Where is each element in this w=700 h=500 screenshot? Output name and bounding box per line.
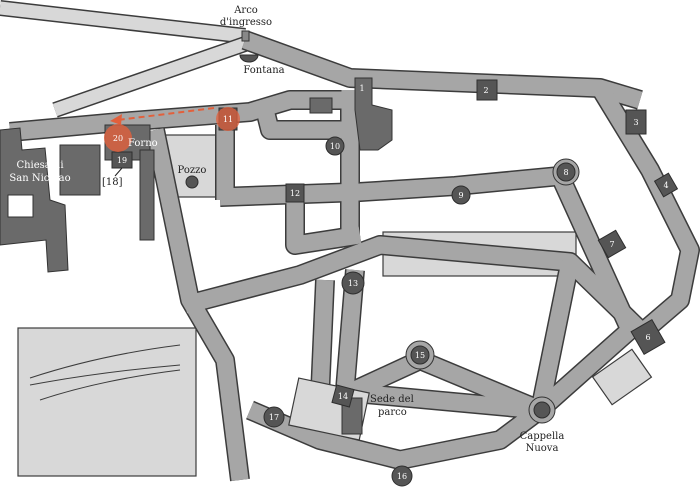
- svg-text:10: 10: [330, 142, 340, 151]
- marker-6[interactable]: 6: [630, 319, 666, 355]
- svg-text:3: 3: [633, 118, 638, 127]
- svg-text:13: 13: [348, 279, 358, 288]
- road-path: [344, 383, 541, 419]
- label-sede: Sede del: [370, 394, 414, 405]
- label-18: [18]: [102, 177, 123, 188]
- label-chiesa: Chiesa di: [16, 160, 63, 171]
- road-path: [311, 279, 334, 396]
- road-path: [531, 260, 579, 412]
- svg-text:17: 17: [269, 413, 279, 422]
- marker-19[interactable]: 19: [111, 151, 133, 169]
- light-paths: [0, 0, 248, 118]
- svg-text:4: 4: [663, 181, 668, 190]
- marker-16[interactable]: 16: [391, 465, 413, 487]
- parking-area: [17, 327, 197, 477]
- label-forno: Forno: [128, 138, 158, 149]
- road-path: [246, 323, 636, 469]
- svg-text:6: 6: [645, 333, 650, 342]
- marker-9[interactable]: 9: [451, 185, 471, 205]
- pozzo-marker: [185, 175, 199, 189]
- marker-7[interactable]: 7: [597, 229, 627, 259]
- marker-17[interactable]: 17: [263, 406, 285, 428]
- marker-3[interactable]: 3: [625, 109, 647, 135]
- label-fontana: Fontana: [243, 65, 284, 76]
- svg-text:12: 12: [290, 189, 300, 198]
- marker-4[interactable]: 4: [653, 172, 679, 198]
- label-arco: Arco: [233, 5, 258, 16]
- building-1: [354, 77, 393, 151]
- svg-text:Nuova: Nuova: [526, 443, 559, 454]
- svg-text:d'ingresso: d'ingresso: [220, 17, 272, 28]
- svg-text:16: 16: [397, 472, 407, 481]
- road-path: [242, 32, 643, 109]
- svg-text:19: 19: [117, 156, 127, 165]
- route-arrow: [110, 107, 215, 125]
- label-pozzo: Pozzo: [178, 165, 207, 176]
- label-cappella: Cappella: [520, 431, 565, 442]
- svg-text:8: 8: [563, 168, 568, 177]
- svg-text:9: 9: [458, 191, 463, 200]
- markers: 1 2 3 4 6 7 8 9 10 11 12 13 14 15 16 17 …: [104, 30, 679, 487]
- road-path: [592, 83, 699, 337]
- marker-14[interactable]: 14: [331, 384, 355, 408]
- marker-10[interactable]: 10: [325, 136, 345, 156]
- svg-text:1: 1: [359, 84, 364, 93]
- marker-8[interactable]: 8: [552, 158, 580, 186]
- road-path: [286, 195, 362, 254]
- arco-marker: [241, 30, 250, 42]
- marker-15[interactable]: 15: [405, 340, 435, 370]
- labels: Arco d'ingresso Fontana Chiesa di San Ni…: [9, 5, 564, 454]
- svg-text:7: 7: [609, 240, 614, 249]
- road-path: [182, 236, 646, 337]
- marker-1[interactable]: 1: [359, 84, 364, 93]
- fontana-marker: [239, 54, 259, 63]
- svg-text:20: 20: [113, 134, 123, 143]
- road-path: [146, 128, 249, 482]
- svg-text:parco: parco: [378, 407, 407, 418]
- marker-20[interactable]: 20: [104, 124, 132, 152]
- cappella-nuova-marker[interactable]: [528, 396, 556, 424]
- svg-text:15: 15: [415, 351, 425, 360]
- marker-12[interactable]: 12: [285, 183, 305, 203]
- marker-13[interactable]: 13: [341, 271, 365, 295]
- svg-text:2: 2: [483, 86, 488, 95]
- chiesa-san-nicolao-building: [0, 127, 69, 273]
- marker-11[interactable]: 11: [216, 107, 240, 131]
- svg-text:11: 11: [223, 115, 233, 124]
- right-area: [591, 348, 653, 406]
- road-path: [256, 107, 345, 139]
- svg-text:14: 14: [338, 392, 348, 401]
- marker-2[interactable]: 2: [476, 79, 498, 101]
- svg-text:San Nicolao: San Nicolao: [9, 173, 70, 184]
